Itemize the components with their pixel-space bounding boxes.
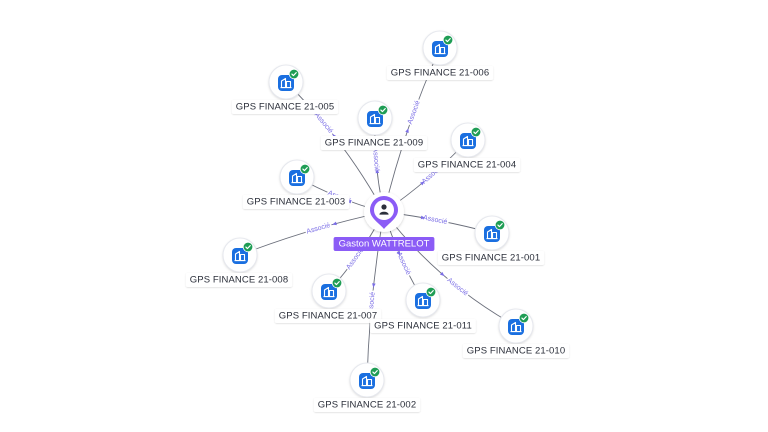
company-icon [367, 111, 383, 127]
edge-arrow [396, 250, 401, 256]
verified-check-icon [288, 68, 300, 80]
edge-arrow [405, 128, 409, 133]
company-node-n009[interactable]: GPS FINANCE 21-009 [320, 100, 428, 150]
company-label-text: GPS FINANCE 21-010 [467, 346, 565, 357]
verified-check-icon [369, 366, 381, 378]
edge-label: Associé [313, 112, 334, 135]
person-name-label[interactable]: Gaston WATTRELOT [333, 237, 435, 251]
company-label-text: GPS FINANCE 21-002 [318, 400, 416, 411]
company-node-n010[interactable]: GPS FINANCE 21-010 [462, 308, 570, 358]
edge-label: Associé [395, 251, 412, 276]
verified-check-icon [242, 241, 254, 253]
company-label[interactable]: GPS FINANCE 21-004 [413, 158, 521, 172]
person-icon [379, 204, 389, 215]
company-label[interactable]: GPS FINANCE 21-001 [437, 251, 545, 265]
company-label[interactable]: GPS FINANCE 21-003 [242, 195, 350, 209]
company-icon [232, 248, 248, 264]
edge-arrow [420, 215, 426, 220]
node-ring [349, 362, 385, 398]
company-icon [359, 373, 375, 389]
company-label[interactable]: GPS FINANCE 21-009 [320, 136, 428, 150]
company-label-text: GPS FINANCE 21-006 [391, 68, 489, 79]
company-label-text: GPS FINANCE 21-005 [236, 102, 334, 113]
company-label[interactable]: GPS FINANCE 21-011 [370, 319, 476, 333]
company-label[interactable]: GPS FINANCE 21-008 [185, 273, 293, 287]
company-label-text: GPS FINANCE 21-011 [374, 321, 472, 332]
company-icon [432, 41, 448, 57]
node-ring [222, 237, 258, 273]
edge-label: Associé [371, 147, 380, 172]
edge-label: Associé [306, 222, 332, 236]
edge-line [366, 211, 385, 381]
node-ring [311, 273, 347, 309]
company-icon [278, 75, 294, 91]
company-label[interactable]: GPS FINANCE 21-005 [231, 100, 339, 114]
company-icon [289, 170, 305, 186]
company-label[interactable]: GPS FINANCE 21-006 [386, 66, 494, 80]
verified-check-icon [425, 286, 437, 298]
company-node-n001[interactable]: GPS FINANCE 21-001 [437, 215, 545, 265]
edge-arrow [375, 168, 380, 174]
company-label[interactable]: GPS FINANCE 21-002 [313, 398, 421, 412]
company-label-text: GPS FINANCE 21-001 [442, 253, 540, 264]
edge-arrow [420, 181, 425, 186]
person-pin-inner [374, 200, 394, 220]
company-node-n004[interactable]: GPS FINANCE 21-004 [413, 122, 521, 172]
company-node-n005[interactable]: GPS FINANCE 21-005 [231, 64, 339, 114]
company-icon [321, 284, 337, 300]
company-node-n008[interactable]: GPS FINANCE 21-008 [185, 237, 293, 287]
edge-label: Associé [446, 277, 470, 298]
verified-check-icon [331, 277, 343, 289]
company-node-n006[interactable]: GPS FINANCE 21-006 [386, 30, 494, 80]
edge-label: Associé [407, 100, 422, 126]
company-label-text: GPS FINANCE 21-004 [418, 160, 516, 171]
company-label-text: GPS FINANCE 21-003 [247, 197, 345, 208]
node-ring [357, 100, 393, 136]
company-label[interactable]: GPS FINANCE 21-007 [274, 309, 382, 323]
verified-check-icon [470, 126, 482, 138]
verified-check-icon [299, 163, 311, 175]
company-icon [460, 133, 476, 149]
company-label-text: GPS FINANCE 21-008 [190, 275, 288, 286]
edge-arrow [439, 271, 445, 277]
node-ring [498, 308, 534, 344]
company-label-text: GPS FINANCE 21-009 [325, 138, 423, 149]
edge-label: Associé [422, 215, 447, 226]
node-ring [405, 282, 441, 318]
edge-arrow [332, 221, 337, 226]
node-ring [450, 122, 486, 158]
company-node-n002[interactable]: GPS FINANCE 21-002 [313, 362, 421, 412]
company-icon [415, 293, 431, 309]
company-node-n003[interactable]: GPS FINANCE 21-003 [242, 159, 350, 209]
company-icon [508, 319, 524, 335]
verified-check-icon [494, 219, 506, 231]
company-label-text: GPS FINANCE 21-007 [279, 311, 377, 322]
company-node-n007[interactable]: GPS FINANCE 21-007 [274, 273, 382, 323]
node-ring [422, 30, 458, 66]
center-person-node[interactable]: Gaston WATTRELOT [333, 192, 435, 251]
company-node-n011[interactable]: GPS FINANCE 21-011 [370, 282, 476, 333]
verified-check-icon [442, 34, 454, 46]
company-label[interactable]: GPS FINANCE 21-010 [462, 344, 570, 358]
verified-check-icon [518, 312, 530, 324]
company-icon [484, 226, 500, 242]
edge-arrow [372, 283, 376, 288]
person-name-text: Gaston WATTRELOT [339, 239, 430, 250]
node-ring [279, 159, 315, 195]
node-ring [268, 64, 304, 100]
verified-check-icon [377, 104, 389, 116]
node-ring [474, 215, 510, 251]
